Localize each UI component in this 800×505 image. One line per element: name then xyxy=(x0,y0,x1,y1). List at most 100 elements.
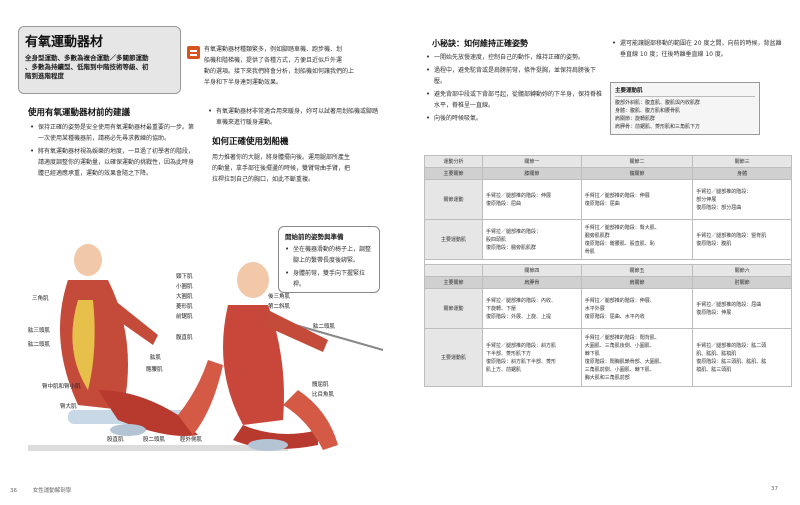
list-item: 還可能讓腿部移動的範圍在 20 度之間，向前的時候，背盆離垂直線 10 度；往後… xyxy=(612,38,782,60)
exercise-analysis-table: 運動分析關節一關節二關節三主要關節膝關節髖關節身體關節運動手臂拉／腿部推的階段：… xyxy=(424,155,792,387)
table-header-cell: 關節二 xyxy=(580,155,694,168)
start-box-title: 開始前的姿勢與準備 xyxy=(285,233,344,241)
table-header-row: 關節四關節五關節六 xyxy=(424,264,792,277)
table-row: 主要運動肌手臂拉／腿部推的階段：股四頭肌復原階段：膕旁肌肌群手臂拉／腿部推的階段… xyxy=(424,219,792,260)
start-box-list: 坐在機器滑動的椅子上，調整腳上的繫帶長度後綁緊。 身體前彎，雙手向下握緊拉桿。 xyxy=(285,244,373,290)
list-item: 身體前彎，雙手向下握緊拉桿。 xyxy=(285,268,373,290)
subtitle-line: 、多數為持續型、低階到中階技術等級、初 xyxy=(25,63,149,71)
table-row: 關節運動手臂拉／腿部推的階段：內收、下旋轉、下壓復原階段：外展、上旋、上提手臂拉… xyxy=(424,288,792,329)
muscle-box-title: 主要運動肌 xyxy=(615,86,755,97)
rowing-anatomy-illustration xyxy=(28,244,383,451)
table-row: 主要運動肌手臂拉／腿部推的階段：斜方肌下半部、菱形肌下方復原階段：斜方肌下半部、… xyxy=(424,328,792,387)
rowing-line: 用力推著你的大腿，將身體擺向後。運用腿部所產生 xyxy=(212,154,351,161)
muscle-box-line: 肩關節：旋轉肌群 xyxy=(615,116,656,122)
list-item: 過程中，避免駝背或是肩膀前彎，條件挺胸，並保持肩膀後下壓。 xyxy=(426,65,602,87)
intro-line: 動的選項。接下來我們將會分析，划船機如何讓我們的上 xyxy=(204,68,355,75)
muscle-box-line: 身體：腹肌、腹方肌和腰骨肌 xyxy=(615,108,681,114)
label-sternocleidomastoid: 頸下肌 xyxy=(176,274,193,280)
tips-heading: 使用有氧運動器材前的建議 xyxy=(28,108,131,118)
table-header-cell: 關節一 xyxy=(482,155,582,168)
muscle-box-line: 肩胛骨：前鋸肌、菱形肌和三角肌下方 xyxy=(615,124,701,130)
table-subheader-row: 主要關節肩胛骨肩關節肘關節 xyxy=(424,276,792,289)
rowing-heading: 如何正確使用划船機 xyxy=(212,137,289,147)
table-cell: 手臂拉／腿部推的階段：屈曲復原階段：伸展 xyxy=(692,288,792,329)
table-cell: 手臂拉／腿部推的階段：伸展、水平外展復原階段：屈曲、水平內收 xyxy=(580,288,694,329)
label-quadriceps: 臀中肌和臀小肌 xyxy=(42,384,81,390)
label-erector: 腹直肌 xyxy=(176,335,193,341)
label-tibialis: 脛外側肌 xyxy=(180,437,203,443)
chapter-title: 有氧運動器材 xyxy=(25,35,104,50)
rowing-line: 的動量，拿手部往後擺盪的時候，雙臂彎曲手臂，把 xyxy=(212,165,351,172)
table-cell: 手臂拉／腿部推的階段：豎脊肌復原階段：腹肌 xyxy=(692,219,792,260)
table-cell: 手臂拉／腿部推的階段：肱二頭肌、肱肌、肱橈肌復原階段：肱三頭肌、肱肌、肱橈肌、肱… xyxy=(692,328,792,387)
list-item: 坐在機器滑動的椅子上，調整腳上的繫帶長度後綁緊。 xyxy=(285,244,373,266)
posture-tip-heading: 小秘訣：如何維持正確姿勢 xyxy=(432,39,528,48)
tips-list-2: 有氧運動器材非常適合用來暖身，妳可以試著用划船機或腳踏車機來進行暖身運動。 xyxy=(208,106,380,130)
right-page: 小秘訣：如何維持正確姿勢 一開始先放慢速度，控制自己的動作，維持正確的姿勢。 過… xyxy=(400,0,800,505)
table-subheader-cell: 肩關節 xyxy=(580,276,694,289)
table-subheader-cell: 髖關節 xyxy=(580,167,694,180)
figure-back xyxy=(60,244,223,436)
list-item: 向後的時候吸氣。 xyxy=(426,113,602,124)
page-footer-left: 36 女性運動解剖學 xyxy=(10,486,85,494)
list-item: 將有氧運動器材視為娛樂的地度，一旦過了初學者的階段，請適度調整你的運動量，以確保… xyxy=(30,146,198,179)
table-subheader-cell: 膝關節 xyxy=(482,167,582,180)
label-brachialis: 肱二頭肌 xyxy=(313,324,336,330)
intro-line: 船機和階梯機，提供了各種方式，方便且近似戶外運 xyxy=(204,57,343,64)
label-latissimus: 前鋸肌 xyxy=(176,314,193,320)
posture-tip-list: 一開始先放慢速度，控制自己的動作，維持正確的姿勢。 過程中，避免駝背或是肩膀前彎… xyxy=(426,52,602,126)
table-subheader-row: 主要關節膝關節髖關節身體 xyxy=(424,167,792,180)
chapter-title-box: 有氧運動器材 全身型運動、多數為複合運動／多關節運動 、多數為持續型、低階到中階… xyxy=(18,26,181,94)
rower-rail xyxy=(28,445,288,451)
intro-paragraph: 有氧運動器材種類繁多，例如腳踏車機、跑步機、划 船機和階梯機，提供了各種方式，方… xyxy=(204,44,376,88)
figure-front xyxy=(223,262,338,451)
label-iliopsoas: 髖屈肌 xyxy=(312,382,329,388)
table-header-cell: 運動分析 xyxy=(424,155,483,168)
notes-icon xyxy=(187,46,200,59)
list-item: 保持正確的姿勢是安全使用有氧運動器材最重要的一步。第一次使用某種機器前，請務必先… xyxy=(30,122,198,144)
label-gastrocnemius: 股二頭肌 xyxy=(143,437,166,443)
table-header-cell xyxy=(424,264,483,277)
label-gluteus-max: 臀大肌 xyxy=(60,404,77,410)
intro-line: 半身和下半身達到運動效果。 xyxy=(204,79,283,86)
book-title: 女性運動解剖學 xyxy=(32,488,72,494)
table-cell: 手臂拉／腿部推的階段：股四頭肌復原階段：膕旁肌肌群 xyxy=(482,219,582,260)
label-hamstrings: 股直肌 xyxy=(107,437,124,443)
label-obliques: 肱肌 xyxy=(150,355,162,361)
page-number-right: 37 xyxy=(771,486,778,492)
table-row-label: 主要運動肌 xyxy=(424,328,483,387)
label-teres-major: 大圓肌 xyxy=(176,294,193,300)
table-header-cell: 關節三 xyxy=(692,155,792,168)
table-cell: 手臂拉／腿部推的階段：部分伸展復原階段：部分屈曲 xyxy=(692,179,792,220)
start-position-box: 開始前的姿勢與準備 坐在機器滑動的椅子上，調整腳上的繫帶長度後綁緊。 身體前彎，… xyxy=(278,226,380,293)
subtitle-line: 全身型運動、多數為複合運動／多關節運動 xyxy=(25,54,149,62)
label-rectus-femoris: 比目魚肌 xyxy=(312,392,335,398)
table-header-cell: 關節四 xyxy=(482,264,582,277)
label-psoas: 髂腰肌 xyxy=(146,367,163,373)
table-header-cell: 關節五 xyxy=(580,264,694,277)
label-deltoid: 三角肌 xyxy=(32,296,49,302)
table-row-label: 主要運動肌 xyxy=(424,219,483,260)
table-cell: 手臂拉／腿部推的階段：臀大肌、膕旁肌肌群復原階段：髂腰肌、股直肌、恥骨肌 xyxy=(580,219,694,260)
posture-tip-list-2: 還可能讓腿部移動的範圍在 20 度之間，向前的時候，背盆離垂直線 10 度；往後… xyxy=(612,38,782,62)
chapter-subtitle: 全身型運動、多數為複合運動／多關節運動 、多數為持續型、低階到中階技術等級、初 … xyxy=(25,54,174,81)
intro-line: 有氧運動器材種類繁多，例如腳踏車機、跑步機、划 xyxy=(204,46,343,53)
table-subheader-cell: 身體 xyxy=(692,167,792,180)
table-cell: 手臂拉／腿部推的階段：斜方肌下半部、菱形肌下方復原階段：斜方肌下半部、菱形肌上方… xyxy=(482,328,582,387)
label-triceps: 肱三頭肌 xyxy=(28,328,51,334)
table-subheader-cell: 主要關節 xyxy=(424,276,483,289)
muscle-box-line: 腹部外斜肌：腹直肌、腹肌與內收肌群 xyxy=(615,100,701,106)
page-number: 36 xyxy=(10,488,17,494)
label-trapezius: 第二斜肌 xyxy=(268,304,291,310)
table-subheader-cell: 主要關節 xyxy=(424,167,483,180)
table-row: 關節運動手臂拉／腿部推的階段：伸展復原階段：屈曲手臂拉／腿部推的階段：伸展復原階… xyxy=(424,179,792,220)
list-item: 一開始先放慢速度，控制自己的動作，維持正確的姿勢。 xyxy=(426,52,602,63)
label-posterior-deltoid: 後三角肌 xyxy=(268,294,291,300)
left-page: 有氧運動器材 全身型運動、多數為複合運動／多關節運動 、多數為持續型、低階到中階… xyxy=(0,0,400,505)
rowing-line: 拉桿拉到自己的胸口，如此不斷重複。 xyxy=(212,176,315,183)
table-subheader-cell: 肩胛骨 xyxy=(482,276,582,289)
label-rhomboid: 菱形肌 xyxy=(176,304,193,310)
primary-muscles-box: 主要運動肌 腹部外斜肌：腹直肌、腹肌與內收肌群 身體：腹肌、腹方肌和腰骨肌 肩關… xyxy=(610,82,760,135)
table-cell: 手臂拉／腿部推的階段：伸展復原階段：屈曲 xyxy=(580,179,694,220)
table-cell: 手臂拉／腿部推的階段：闊背肌、大圓肌、三角肌後側、小圓肌、棘下肌復原階段：闊胸肌… xyxy=(580,328,694,387)
